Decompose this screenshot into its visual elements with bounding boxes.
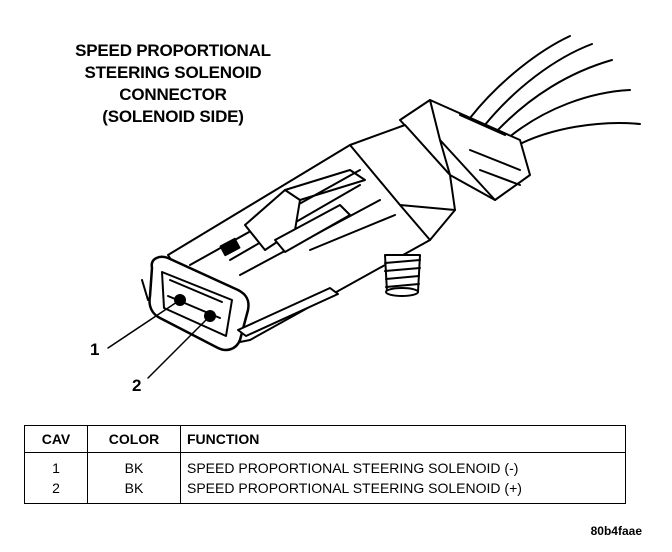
table-row: 1 BK SPEED PROPORTIONAL STEERING SOLENOI… <box>24 452 626 478</box>
column-header-cav: CAV <box>24 425 88 453</box>
callout-label-1: 1 <box>90 340 100 359</box>
cell-color: BK <box>87 478 181 504</box>
cell-color: BK <box>87 452 181 478</box>
connector-face <box>141 255 339 352</box>
title-line-1: SPEED PROPORTIONAL <box>75 41 271 60</box>
callout-label-2: 2 <box>132 376 142 395</box>
title-line-2: STEERING SOLENOID <box>84 63 262 82</box>
cell-function: SPEED PROPORTIONAL STEERING SOLENOID (-) <box>180 452 626 478</box>
diagram-title: SPEED PROPORTIONAL STEERING SOLENOID CON… <box>28 40 318 128</box>
column-header-function: FUNCTION <box>180 425 626 453</box>
callout-leaders <box>107 299 211 379</box>
cell-cav: 1 <box>24 452 88 478</box>
table-row: 2 BK SPEED PROPORTIONAL STEERING SOLENOI… <box>24 478 626 504</box>
threaded-stud <box>384 254 421 297</box>
cell-cav: 2 <box>24 478 88 504</box>
title-line-3: CONNECTOR <box>119 85 227 104</box>
column-header-color: COLOR <box>87 425 181 453</box>
pinout-table: CAV COLOR FUNCTION 1 BK SPEED PROPORTION… <box>24 425 626 504</box>
figure-id: 80b4faae <box>590 524 642 538</box>
title-line-4: (SOLENOID SIDE) <box>102 107 244 126</box>
wire-harness <box>469 35 641 147</box>
table-header-row: CAV COLOR FUNCTION <box>24 425 626 453</box>
cell-function: SPEED PROPORTIONAL STEERING SOLENOID (+) <box>180 478 626 504</box>
